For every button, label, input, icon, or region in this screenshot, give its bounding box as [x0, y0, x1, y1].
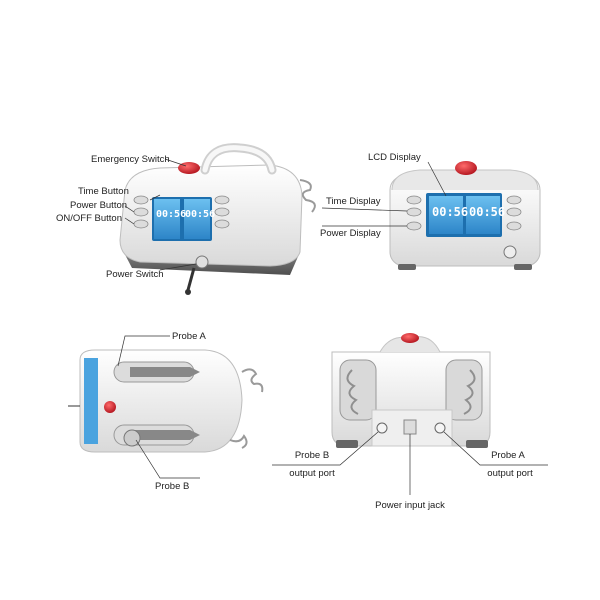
- label-power-switch: Power Switch: [106, 269, 164, 280]
- label-probe-b-port-1: Probe B: [294, 450, 330, 461]
- lcd-front-time-a: 00:56: [432, 205, 469, 219]
- label-probe-b-port-2: output port: [289, 468, 335, 479]
- label-time-button: Time Button: [78, 186, 129, 197]
- device-rear-view: [272, 333, 548, 495]
- label-probe-b-left: Probe B: [155, 481, 190, 492]
- device-top-view: [68, 335, 264, 479]
- label-lcd-display: LCD Display: [368, 152, 421, 163]
- lcd-front-time-b: 00:56: [469, 205, 506, 219]
- lcd-left-time-a: 00:56: [156, 209, 187, 220]
- device-three-quarter-view: [119, 143, 316, 295]
- lcd-left-time-b: 00:56: [185, 209, 216, 220]
- label-time-display: Time Display: [326, 196, 381, 207]
- label-power-input-jack: Power input jack: [375, 500, 445, 511]
- label-probe-a-port-2: output port: [487, 468, 533, 479]
- label-probe-a-port-1: Probe A: [491, 450, 525, 461]
- label-power-display: Power Display: [320, 228, 381, 239]
- label-on-off-button: ON/OFF Button: [56, 213, 122, 224]
- label-power-button: Power Button: [70, 200, 128, 211]
- emergency-switch-front-red-button: [455, 161, 477, 175]
- emergency-switch-red-button: [178, 162, 200, 174]
- label-probe-a-top: Probe A: [172, 331, 206, 342]
- device-front-view: [321, 161, 541, 270]
- label-emergency-switch: Emergency Switch: [91, 154, 170, 165]
